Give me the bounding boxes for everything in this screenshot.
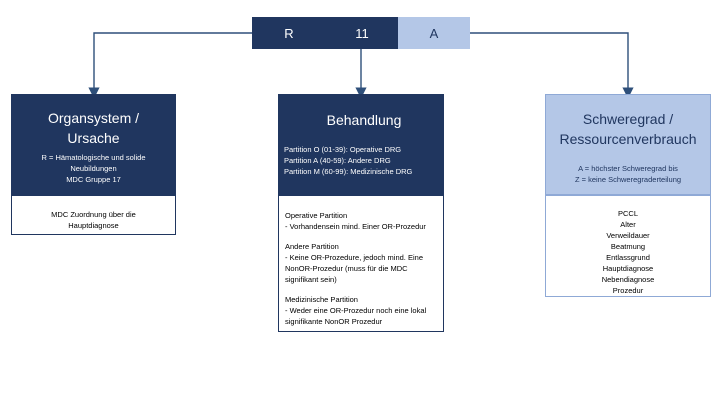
schweregrad-subtitle-line: Z = keine Schweregraderteilung (574, 175, 682, 184)
organsystem-subtitle: R = Hämatologische und solide Neubildung… (41, 152, 145, 185)
code-letter-a: A (398, 17, 470, 49)
organsystem-detail-line: Hauptdiagnose (68, 221, 119, 230)
schweregrad-subtitle: A = höchster Schweregrad bis Z = keine S… (575, 163, 681, 185)
schweregrad-detail-line: Nebendiagnose (601, 275, 655, 284)
behandlung-detail: Operative Partition - Vorhandensein mind… (278, 195, 444, 332)
schweregrad-detail-line: Beatmung (610, 242, 646, 251)
organsystem-subtitle-line: R = Hämatologische und solide (41, 153, 146, 162)
organsystem-detail: MDC Zuordnung über die Hauptdiagnose (11, 195, 176, 235)
schweregrad-detail: PCCL Alter Verweildauer Beatmung Entlass… (545, 195, 711, 297)
organsystem-title-line2: Ursache (67, 130, 120, 146)
behandlung-detail-line: Operative Partition (285, 211, 348, 220)
behandlung-subtitle-line: Partition O (01-39): Operative DRG (284, 145, 402, 154)
schweregrad-detail-line: Entlassgrund (606, 253, 650, 262)
behandlung-detail-line: - Weder eine OR-Prozedur noch eine lokal (285, 306, 427, 315)
behandlung-detail-line: Andere Partition (285, 242, 339, 251)
code-letter-r: R (252, 17, 326, 49)
organsystem-subtitle-line: Neubildungen (70, 164, 117, 173)
schweregrad-title-line1: Schweregrad / (582, 111, 674, 127)
behandlung-paragraph-operative: Operative Partition - Vorhandensein mind… (285, 210, 437, 232)
behandlung-subtitle: Partition O (01-39): Operative DRG Parti… (284, 144, 412, 177)
behandlung-header: Behandlung Partition O (01-39): Operativ… (278, 94, 444, 195)
organsystem-subtitle-line: MDC Gruppe 17 (66, 175, 121, 184)
schweregrad-detail-line: PCCL (617, 209, 638, 218)
organsystem-header: Organsystem / Ursache R = Hämatologische… (11, 94, 176, 195)
schweregrad-detail-line: Prozedur (612, 286, 644, 295)
behandlung-detail-line: signifikante NonOR Prozedur (285, 317, 383, 326)
schweregrad-detail-line: Verweildauer (606, 231, 650, 240)
organsystem-detail-line: MDC Zuordnung über die (51, 210, 136, 219)
behandlung-detail-line: Medizinische Partition (285, 295, 358, 304)
behandlung-paragraph-medizinische: Medizinische Partition - Weder eine OR-P… (285, 294, 437, 327)
connector-right (470, 32, 634, 99)
schweregrad-subtitle-line: A = höchster Schweregrad bis (578, 164, 678, 173)
behandlung-paragraph-andere: Andere Partition - Keine OR-Prozedure, j… (285, 241, 437, 285)
schweregrad-title-line2: Ressourcenverbrauch (559, 131, 697, 147)
connector-left (88, 32, 252, 99)
behandlung-detail-line: - Vorhandensein mind. Einer OR-Prozedur (285, 222, 426, 231)
schweregrad-detail-line: Hauptdiagnose (602, 264, 654, 273)
behandlung-subtitle-line: Partition M (60-99): Medizinische DRG (284, 167, 413, 176)
behandlung-title: Behandlung (326, 112, 402, 128)
code-number-11: 11 (326, 17, 398, 49)
behandlung-detail-line: - Keine OR-Prozedure, jedoch mind. Eine (285, 253, 423, 262)
schweregrad-header: Schweregrad / Ressourcenverbrauch A = hö… (545, 94, 711, 195)
behandlung-detail-line: NonOR-Prozedur (muss für die MDC (285, 264, 408, 273)
behandlung-subtitle-line: Partition A (40-59): Andere DRG (284, 156, 391, 165)
organsystem-title-line1: Organsystem / (47, 110, 140, 126)
behandlung-detail-line: signifikant sein) (285, 275, 337, 284)
schweregrad-detail-line: Alter (620, 220, 636, 229)
